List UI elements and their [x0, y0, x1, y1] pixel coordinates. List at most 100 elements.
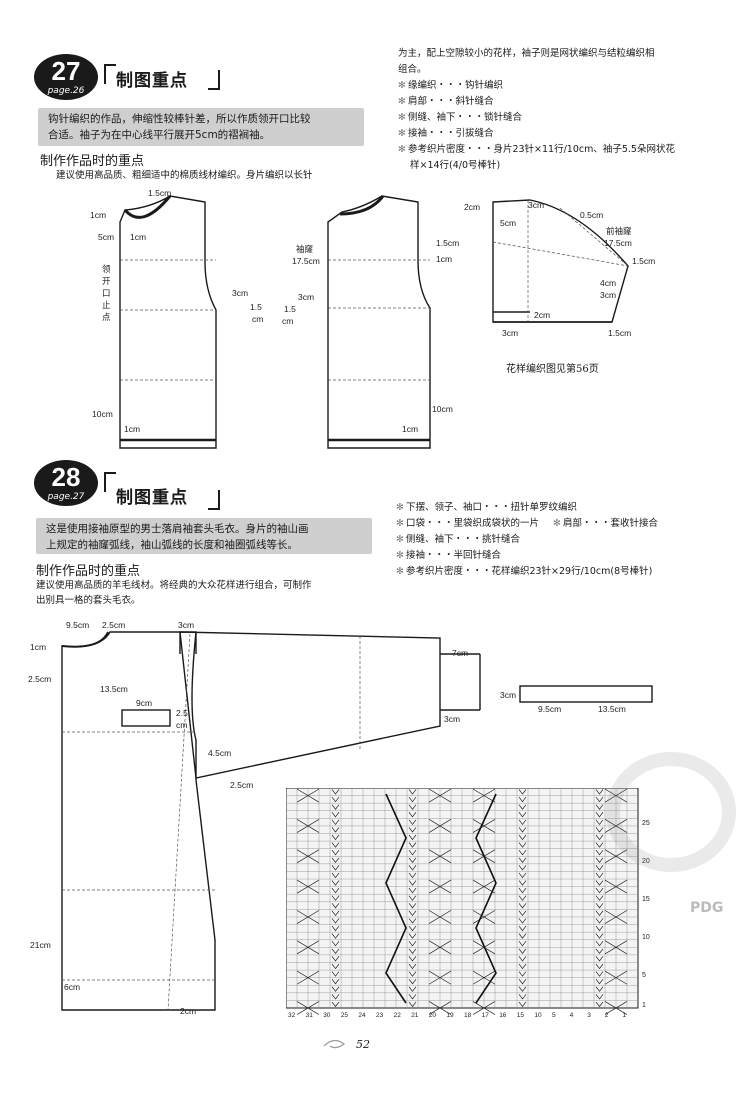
knit-symbol — [518, 1001, 527, 1008]
dim-label: 3cm — [444, 714, 460, 724]
dim-label: 13.5cm — [598, 704, 626, 714]
knit-symbol — [595, 804, 604, 810]
dim-label: cm — [282, 316, 293, 326]
vertical-label: 点 — [102, 312, 111, 322]
knit-symbol — [408, 849, 417, 856]
knit-symbol — [331, 857, 340, 863]
knit-symbol — [408, 978, 417, 985]
cross-symbol — [296, 970, 320, 985]
knit-symbol — [595, 842, 604, 848]
cross-symbol — [428, 788, 452, 803]
knit-symbol — [595, 978, 604, 985]
dim-label: 2cm — [464, 202, 480, 212]
knit-symbol — [408, 834, 417, 841]
knit-symbol — [408, 887, 417, 894]
note-item: ✻接袖・・・引拔缝合 — [398, 128, 494, 139]
knit-symbol — [518, 918, 527, 924]
section-27-subhead: 制作作品时的重点 — [40, 154, 145, 169]
section-27-notes: 为主，配上空隙较小的花样，袖子则是网状编织与结粒编织相 组合。 ✻缘编织・・・钩… — [398, 46, 738, 174]
knit-symbol — [518, 834, 527, 841]
knit-symbol — [595, 796, 604, 803]
dim-label: 21cm — [30, 940, 51, 950]
knit-symbol — [518, 842, 527, 848]
knit-symbol — [518, 910, 527, 917]
cross-symbol — [604, 1001, 628, 1015]
knit-symbol — [518, 895, 527, 901]
column-number: 21 — [411, 1012, 419, 1019]
cross-symbol — [428, 1001, 452, 1015]
dim-label: 17.5cm — [604, 238, 632, 248]
cross-symbol — [472, 970, 496, 985]
cross-symbol — [472, 819, 496, 833]
knit-symbol — [518, 963, 527, 970]
page-number: 52 — [356, 1038, 370, 1051]
dim-label: 4cm — [600, 278, 616, 288]
knit-symbol — [518, 956, 527, 962]
watermark-text: PDG — [690, 900, 724, 916]
cross-symbol — [604, 910, 628, 924]
note-item: ✻肩部・・・斜针缝合 — [398, 96, 494, 107]
notes-line: 为主，配上空隙较小的花样，袖子则是网状编织与结粒编织相 — [398, 48, 655, 59]
knit-symbol — [408, 948, 417, 954]
cross-symbol — [296, 849, 320, 864]
knit-symbol — [518, 986, 527, 992]
knit-symbol — [518, 804, 527, 810]
section-28-paragraph: 建议使用高品质的羊毛线材。将经典的大众花样进行组合，可制作 出别具一格的套头毛衣… — [36, 578, 312, 608]
knit-symbol — [595, 948, 604, 954]
dim-label: 2.5cm — [102, 620, 125, 630]
knit-symbol — [331, 796, 340, 803]
knit-symbol — [331, 789, 340, 795]
knit-symbol — [331, 842, 340, 848]
dim-label: 3cm — [232, 288, 248, 298]
knit-symbol — [595, 994, 604, 1000]
cross-symbol — [428, 940, 452, 955]
heading-bracket-left — [104, 472, 116, 492]
dim-label: 9.5cm — [66, 620, 89, 630]
cross-symbol — [472, 879, 496, 894]
pocket — [121, 709, 171, 727]
knit-symbol — [331, 865, 340, 871]
knit-symbol — [408, 903, 417, 909]
knit-symbol — [595, 971, 604, 977]
dim-label: 1.5 — [250, 302, 262, 312]
front-neckline — [123, 195, 172, 219]
cross-symbol — [296, 879, 320, 894]
knit-symbol — [518, 880, 527, 886]
dim-label: 2cm — [180, 1006, 196, 1016]
knit-symbol — [595, 865, 604, 871]
knit-symbol — [408, 933, 417, 939]
knit-symbol — [595, 887, 604, 894]
knit-symbol — [595, 819, 604, 826]
knit-symbol — [331, 872, 340, 879]
dim-label: 3cm — [502, 328, 518, 338]
section-28-page-ref: page.27 — [47, 492, 85, 502]
page-ornament — [322, 1036, 356, 1056]
knit-symbol — [331, 819, 340, 826]
cross-symbol — [296, 819, 320, 833]
knit-symbol — [595, 903, 604, 909]
knit-symbol — [518, 872, 527, 879]
intro-line: 上规定的袖窿弧线，袖山弧线的长度和袖圈弧线等长。 — [46, 539, 298, 551]
cross-symbol — [296, 940, 320, 955]
dim-label: 1cm — [436, 254, 452, 264]
knit-symbol — [518, 948, 527, 954]
row-marker: 5 — [642, 972, 646, 979]
knit-symbol — [408, 956, 417, 962]
knit-symbol — [331, 963, 340, 970]
note-item: ✻口袋・・・里袋织成袋状的一片✻肩部・・・套收针接合 — [396, 518, 658, 529]
cross-symbol — [472, 1001, 496, 1015]
knit-symbol — [331, 880, 340, 886]
knit-symbol — [331, 910, 340, 917]
knit-symbol — [518, 971, 527, 977]
knit-symbol — [331, 827, 340, 833]
cross-symbol — [428, 910, 452, 924]
knit-symbol — [408, 941, 417, 947]
cross-symbol — [296, 1001, 320, 1015]
dim-label: 3cm — [500, 690, 516, 700]
dim-label: 5cm — [500, 218, 516, 228]
section-27-badge: 27 page.26 — [34, 54, 98, 100]
cross-symbol — [604, 879, 628, 894]
watermark-seal — [606, 752, 736, 872]
knit-symbol — [595, 872, 604, 879]
